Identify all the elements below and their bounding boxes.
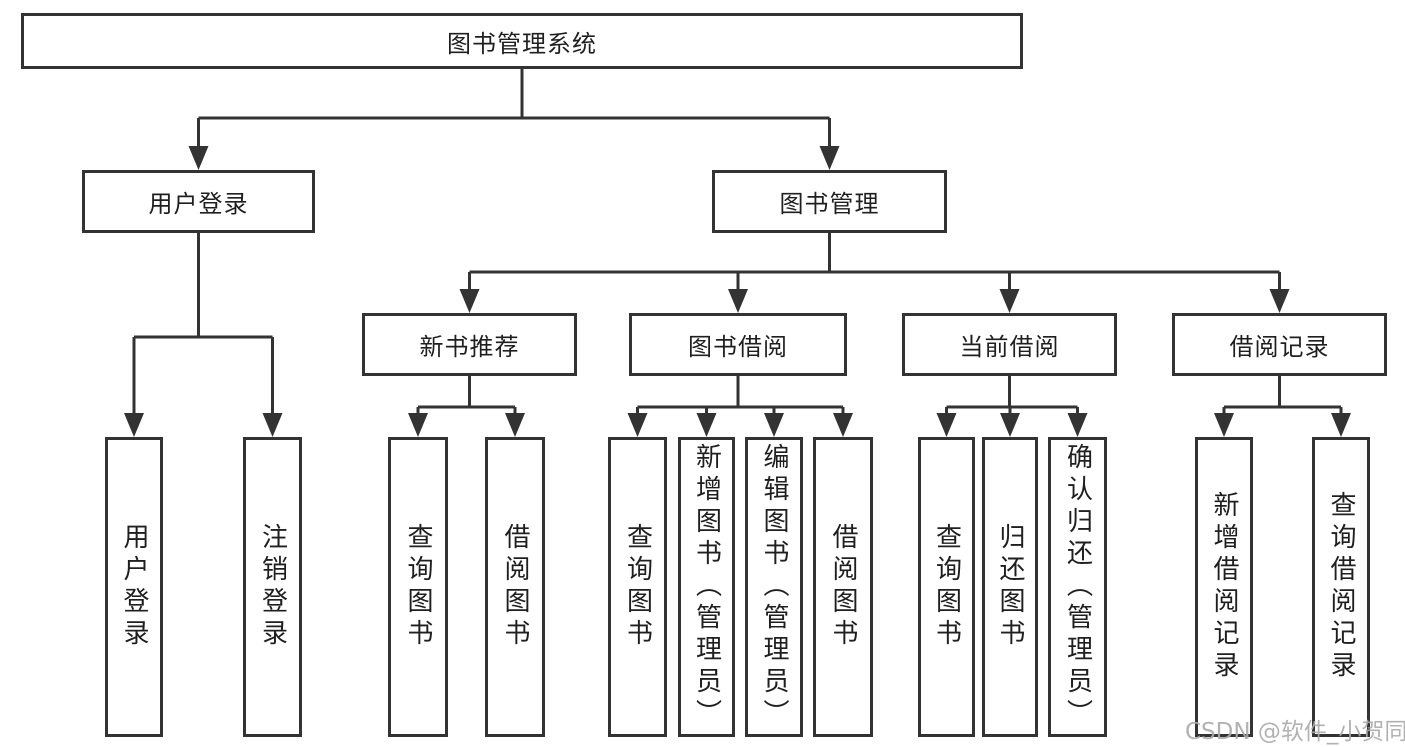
node-new-book-recommend: 新书推荐	[362, 313, 577, 376]
leaf-borrow-books-label: 借阅图书	[828, 523, 858, 651]
leaf-borrow-books-recommend: 借阅图书	[485, 437, 545, 737]
node-current-borrow-label: 当前借阅	[959, 333, 1060, 361]
leaf-confirm-return-admin: 确认归还（管理员）	[1048, 437, 1107, 737]
leaf-query-books-current: 查询图书	[918, 437, 975, 737]
leaf-borrow-books-recommend-label: 借阅图书	[500, 523, 530, 651]
leaf-query-books-recommend: 查询图书	[388, 437, 448, 737]
node-user-login: 用户登录	[82, 170, 315, 233]
leaf-return-books: 归还图书	[982, 437, 1038, 737]
node-book-management-label: 图书管理	[779, 190, 880, 218]
leaf-logout-login: 注销登录	[243, 437, 302, 737]
node-root-label: 图书管理系统	[447, 29, 597, 58]
csdn-watermark: CSDN @软件_小贺同学	[1185, 719, 1405, 745]
leaf-query-books-borrow: 查询图书	[608, 437, 667, 737]
leaf-query-borrow-record: 查询借阅记录	[1312, 437, 1370, 737]
leaf-user-login-label: 用户登录	[119, 523, 149, 651]
leaf-return-books-label: 归还图书	[995, 523, 1025, 651]
leaf-query-books-borrow-label: 查询图书	[622, 523, 653, 651]
leaf-add-borrow-record: 新增借阅记录	[1195, 437, 1253, 737]
leaf-query-books-current-label: 查询图书	[931, 523, 962, 651]
leaf-edit-book-admin: 编辑图书（管理员）	[745, 437, 803, 737]
leaf-confirm-return-admin-label: 确认归还（管理员）	[1062, 443, 1093, 731]
leaf-edit-book-admin-label: 编辑图书（管理员）	[759, 443, 789, 731]
node-new-book-recommend-label: 新书推荐	[419, 333, 520, 361]
node-book-borrow-label: 图书借阅	[688, 333, 788, 361]
leaf-borrow-books: 借阅图书	[813, 437, 873, 737]
node-current-borrow: 当前借阅	[902, 313, 1117, 376]
leaf-add-book-admin: 新增图书（管理员）	[678, 437, 735, 737]
node-book-borrow: 图书借阅	[629, 313, 847, 376]
leaf-add-borrow-record-label: 新增借阅记录	[1209, 491, 1239, 683]
leaf-logout-login-label: 注销登录	[257, 523, 288, 651]
node-borrow-records-label: 借阅记录	[1229, 333, 1330, 361]
leaf-query-borrow-record-label: 查询借阅记录	[1326, 491, 1356, 683]
node-root: 图书管理系统	[21, 13, 1023, 69]
leaf-query-books-recommend-label: 查询图书	[403, 523, 433, 651]
leaf-add-book-admin-label: 新增图书（管理员）	[691, 443, 722, 731]
leaf-user-login: 用户登录	[105, 437, 163, 737]
node-book-management: 图书管理	[712, 170, 947, 233]
node-borrow-records: 借阅记录	[1172, 313, 1387, 376]
node-user-login-label: 用户登录	[148, 190, 249, 218]
